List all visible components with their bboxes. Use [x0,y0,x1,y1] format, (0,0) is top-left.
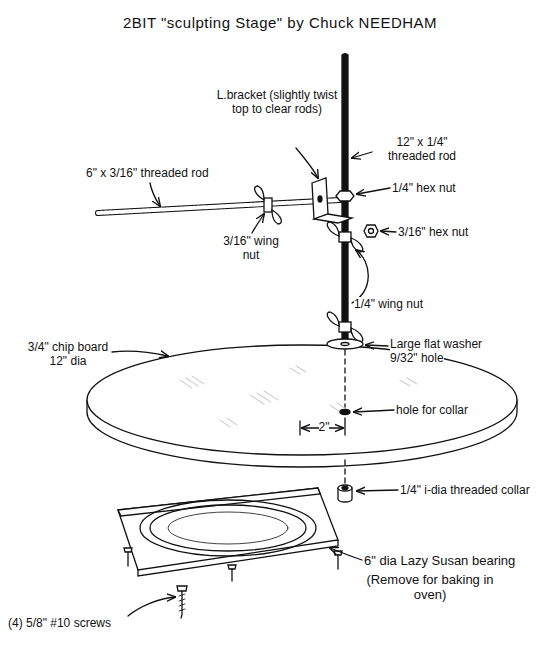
title: 2BIT "sculpting Stage" by Chuck NEEDHAM [110,14,450,31]
part-label: L.bracket (slightly twist top to clear r… [212,88,342,116]
threaded-rod-horizontal [98,200,340,213]
part-label: 1/4" i-dia threaded collar [400,483,540,497]
chip-board-disc [87,345,517,467]
note-label: (Remove for baking in oven) [360,572,500,602]
note-label: hole for collar [396,403,506,417]
wing-nut [327,222,363,252]
hex-nut-small [364,225,378,237]
part-label: 12" x 1/4" threaded rod [372,135,472,163]
part-label: 1/4" wing nut [354,297,444,311]
threaded-collar [338,485,352,502]
leader-lines [112,148,398,616]
screws [124,548,342,618]
part-label: 3/16" wing nut [220,234,282,262]
dimension-line [300,418,345,435]
part-label: 3/4" chip board 12" dia [22,340,114,368]
wing-nut-small [255,186,282,224]
part-label: 6" dia Lazy Susan bearing [364,553,534,568]
wing-nut-lower [327,312,363,349]
assembly-axis [344,460,345,484]
hex-nut [336,191,354,201]
part-label: 1/4" hex nut [392,181,487,195]
part-label: 6" x 3/16" threaded rod [86,166,236,180]
lazy-susan-bearing [118,488,338,576]
dimension: 2" [313,420,335,434]
flat-washer [327,339,363,349]
part-label: Large flat washer 9/32" hole [390,337,510,365]
assembly-axis [344,350,345,407]
part-label: (4) 5/8" #10 screws [8,616,208,630]
part-label: 3/16" hex nut [398,225,493,239]
